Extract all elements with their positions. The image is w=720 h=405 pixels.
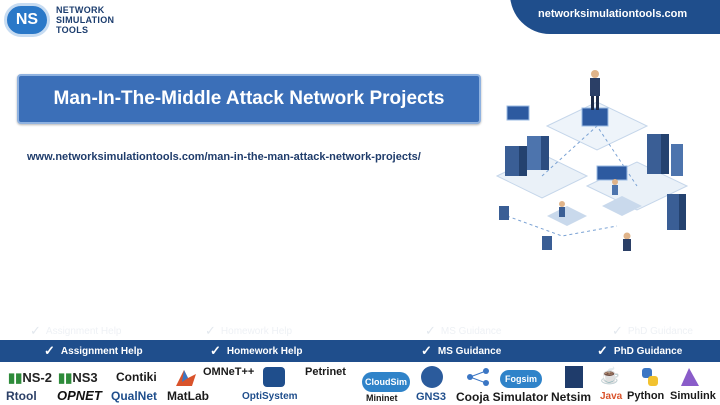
tool-qualnet[interactable]: QualNet [111, 389, 157, 403]
signal-icon: ▮▮ [8, 370, 23, 385]
tool-omnet[interactable]: OMNeT++ [203, 366, 254, 378]
tool-label: Python [627, 390, 665, 402]
check-icon: ✓ [205, 323, 216, 338]
tool-label: Cooja Simulator [456, 390, 549, 404]
tool-netsim[interactable]: Netsim [551, 390, 591, 404]
logo-line: SIMULATION [56, 15, 115, 25]
tool-label: Fogsim [504, 374, 537, 384]
ghost-label: PhD Guidance [627, 325, 693, 337]
network-graph-icon [466, 367, 490, 392]
page-title: Man-In-The-Middle Attack Network Project… [53, 88, 445, 109]
site-label: networksimulationtools.com [538, 8, 688, 20]
tool-simulink[interactable]: Simulink [670, 390, 716, 402]
nav-label: Homework Help [226, 345, 303, 357]
tool-java[interactable]: Java [600, 391, 622, 402]
tool-mininet[interactable]: Mininet [366, 393, 398, 403]
nav-ms-guidance[interactable]: ✓ MS Guidance [421, 343, 501, 359]
ghost-services-row: ✓ Assignment Help ✓ Homework Help ✓ MS Guid… [0, 321, 720, 339]
server-rack-icon [505, 136, 549, 176]
simulink-icon [679, 366, 701, 393]
netsim-grid-icon [565, 366, 583, 388]
tool-opnet[interactable]: OPNET [57, 388, 102, 403]
check-icon: ✓ [612, 323, 623, 338]
ghost-label: Homework Help [220, 325, 293, 337]
check-icon: ✓ [30, 323, 41, 338]
check-icon: ✓ [44, 343, 55, 358]
tool-matlab[interactable]: MatLab [167, 389, 209, 403]
nav-homework-help[interactable]: ✓ Homework Help [210, 343, 302, 359]
tool-python[interactable]: Python [627, 390, 664, 402]
tool-ns2[interactable]: ▮▮NS-2 [8, 370, 52, 386]
tool-label: GNS3 [416, 391, 446, 403]
page-title-box: Man-In-The-Middle Attack Network Project… [17, 74, 481, 124]
tool-label: QualNet [111, 389, 158, 403]
tool-cloudsim[interactable]: CloudSim [362, 372, 410, 392]
check-icon: ✓ [210, 343, 221, 358]
ghost-item: ✓ Homework Help [205, 323, 292, 339]
tool-label: Netsim [551, 390, 592, 404]
server-rack-icon [667, 194, 686, 230]
tool-optisystem[interactable]: OptiSystem [242, 391, 298, 402]
person-icon [623, 232, 631, 251]
gns3-icon [421, 366, 443, 388]
nav-label: Assignment Help [60, 345, 143, 357]
tool-label: Java [600, 391, 623, 402]
tool-rtool[interactable]: Rtool [6, 389, 37, 403]
tool-label: Simulink [670, 390, 716, 402]
page-url-link[interactable]: www.networksimulationtools.com/man-in-th… [27, 151, 421, 163]
chip-icon [263, 367, 285, 387]
ghost-label: MS Guidance [440, 325, 502, 337]
signal-icon: ▮▮ [58, 370, 73, 385]
site-link[interactable]: networksimulationtools.com [510, 0, 720, 34]
person-icon [590, 70, 600, 110]
check-icon: ✓ [421, 343, 432, 358]
matlab-peak-icon [174, 366, 198, 393]
tool-label: OPNET [57, 388, 102, 403]
tool-petrinet[interactable]: Petrinet [305, 366, 346, 378]
tool-ns3[interactable]: ▮▮NS3 [58, 370, 98, 386]
tool-label: OMNeT++ [203, 366, 255, 378]
ghost-item: ✓ Assignment Help [30, 323, 122, 339]
tool-contiki[interactable]: Contiki [116, 370, 157, 384]
tool-fogsim[interactable]: Fogsim [500, 370, 542, 388]
tool-label: OptiSystem [242, 391, 298, 402]
ghost-item: ✓ PhD Guidance [612, 323, 693, 339]
tools-strip: ▮▮NS-2 ▮▮NS3 Contiki OMNeT++ Petrinet Cl… [0, 364, 720, 405]
person-icon [612, 179, 618, 195]
nav-phd-guidance[interactable]: ✓ PhD Guidance [597, 343, 682, 359]
tool-gns3[interactable]: GNS3 [416, 391, 446, 403]
ghost-label: Assignment Help [45, 325, 122, 337]
tool-label: Petrinet [305, 366, 346, 378]
logo-line: TOOLS [56, 25, 89, 35]
logo-badge: NS [4, 3, 50, 37]
nav-label: PhD Guidance [613, 345, 683, 357]
services-nav-bar: ✓ Assignment Help ✓ Homework Help ✓ MS Guid… [0, 340, 720, 362]
tool-label: NS-2 [22, 370, 52, 385]
tool-label: MatLab [167, 389, 209, 403]
nav-label: MS Guidance [437, 345, 502, 357]
person-icon [559, 201, 565, 217]
check-icon: ✓ [425, 323, 436, 338]
logo-line: NETWORK [56, 5, 105, 15]
tool-label: Mininet [366, 393, 398, 403]
check-icon: ✓ [597, 343, 608, 358]
tool-label: Rtool [6, 389, 37, 403]
server-rack-icon [647, 134, 683, 176]
tool-label: Contiki [116, 370, 157, 384]
tool-cooja[interactable]: Cooja Simulator [456, 390, 548, 404]
brand-logo[interactable]: NS NETWORK SIMULATION TOOLS [4, 3, 114, 37]
network-illustration [495, 70, 689, 251]
tool-label: NS3 [72, 370, 98, 385]
java-cup-icon: ☕ [600, 368, 620, 385]
nav-assignment-help[interactable]: ✓ Assignment Help [44, 343, 143, 359]
ghost-item: ✓ MS Guidance [425, 323, 502, 339]
tool-label: CloudSim [365, 377, 407, 387]
python-icon [640, 366, 660, 393]
logo-wordmark: NETWORK SIMULATION TOOLS [56, 5, 114, 35]
